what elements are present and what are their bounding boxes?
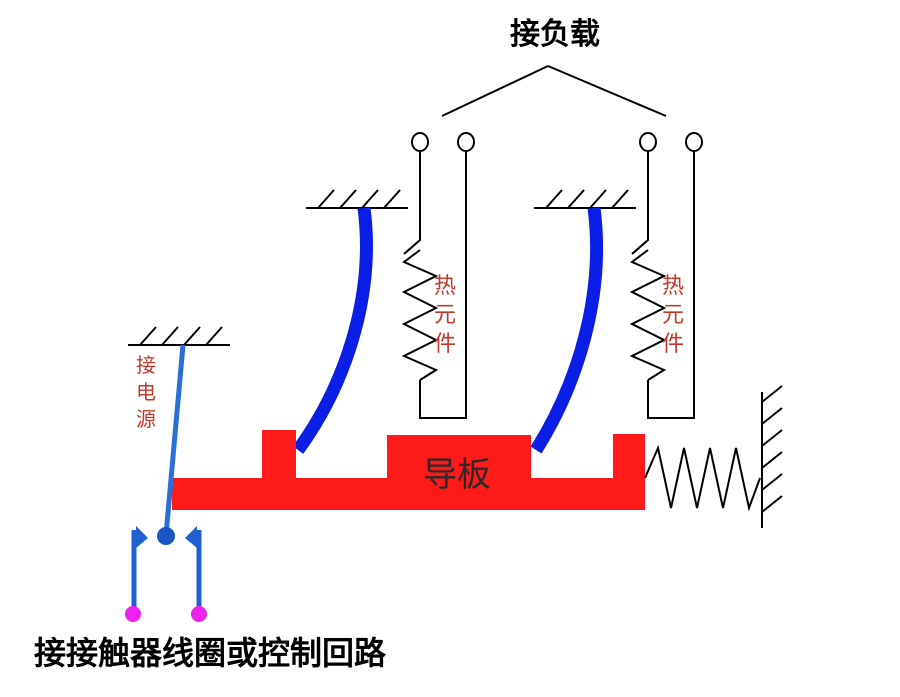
fixed-support-icon (534, 189, 636, 209)
heater-circuit-right (629, 151, 695, 419)
guide-plate (172, 430, 645, 510)
fixed-wall-icon (761, 385, 783, 528)
terminal-post-icon (125, 606, 141, 622)
svg-text:元: 元 (662, 303, 684, 328)
power-label: 接 电 源 (136, 353, 156, 431)
heating-coil-icon (629, 249, 667, 381)
bottom-label: 接接触器线圈或控制回路 (34, 634, 387, 672)
svg-text:热: 热 (662, 274, 684, 299)
svg-text:接: 接 (136, 353, 156, 377)
bimetal-strip-left (292, 207, 373, 454)
svg-text:源: 源 (136, 407, 156, 431)
heater-circuit-left (401, 151, 467, 419)
spring-icon (644, 444, 761, 512)
load-label: 接负载 (510, 17, 600, 52)
load-terminal-circles (411, 132, 703, 152)
svg-text:件: 件 (662, 332, 684, 357)
heating-coil-icon (401, 249, 439, 381)
heater-label-right: 热 元 件 (662, 274, 684, 357)
fixed-support-icon (128, 326, 230, 346)
heater-label-left: 热 元 件 (434, 274, 456, 357)
load-branch-lines (441, 65, 667, 117)
pivot-icon (157, 527, 175, 545)
plate-label: 导板 (423, 455, 491, 495)
svg-text:元: 元 (434, 303, 456, 328)
terminal-post-icon (191, 606, 207, 622)
svg-text:件: 件 (434, 332, 456, 357)
contact-lever (163, 344, 186, 536)
fixed-support-icon (306, 189, 408, 209)
contact-post-right (185, 526, 202, 612)
svg-text:电: 电 (136, 380, 156, 404)
bimetal-strip-right (530, 207, 603, 454)
contact-post-left (131, 526, 148, 612)
svg-text:热: 热 (434, 274, 456, 299)
